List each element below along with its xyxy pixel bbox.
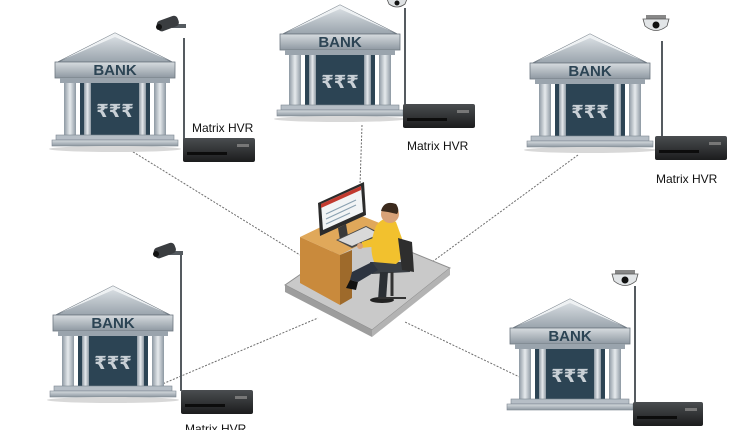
- keyboard: [336, 226, 382, 248]
- link-bank-5: [404, 321, 531, 383]
- recorder-label: Matrix HVR: [192, 121, 254, 135]
- dome-camera-icon: [642, 15, 670, 31]
- recorder-label: Matrix HVR: [656, 172, 718, 186]
- recorder-label: Matrix HVR: [407, 139, 469, 153]
- bullet-camera-icon: [153, 242, 183, 259]
- bank-building: BANK ₹₹₹: [47, 285, 179, 403]
- recorder-device: [403, 104, 475, 128]
- computer-monitor: [318, 182, 366, 240]
- link-bank-3: [431, 154, 579, 263]
- dome-camera-icon: [611, 270, 639, 286]
- bank-building: BANK ₹₹₹: [49, 32, 181, 152]
- recorder-label: Matrix HVR: [185, 422, 247, 430]
- network-links: [129, 124, 579, 386]
- rupee-symbols: ₹₹₹: [321, 72, 359, 93]
- bank-label: BANK: [93, 62, 136, 79]
- recorder-device: [633, 402, 703, 426]
- dome-camera-icon: [386, 0, 408, 8]
- bank-branch-4: BANK ₹₹₹ Matrix HVR: [47, 242, 253, 430]
- recorder-device: [181, 390, 253, 414]
- bank-label: BANK: [318, 34, 361, 51]
- rupee-symbols: ₹₹₹: [96, 101, 134, 122]
- bank-label: BANK: [568, 63, 611, 80]
- link-bank-2: [359, 124, 363, 186]
- bank-branch-5: BANK ₹₹₹: [506, 270, 703, 426]
- rupee-symbols: ₹₹₹: [571, 102, 609, 123]
- link-bank-1: [129, 149, 301, 256]
- office-desk: [300, 212, 392, 305]
- bullet-camera-icon: [156, 15, 186, 32]
- bank-branch-3: BANK ₹₹₹ Matrix HVR: [524, 15, 727, 186]
- recorder-device: [655, 136, 727, 160]
- bank-building: BANK ₹₹₹: [524, 33, 656, 153]
- bank-label: BANK: [548, 328, 591, 345]
- rupee-symbols: ₹₹₹: [551, 366, 589, 387]
- bank-label: BANK: [91, 315, 134, 332]
- bank-branch-1: BANK ₹₹₹ Matrix HVR: [49, 15, 255, 162]
- bank-branch-2: BANK ₹₹₹ Matrix HVR: [274, 0, 475, 153]
- bank-building: BANK ₹₹₹: [274, 4, 406, 122]
- recorder-device: [183, 138, 255, 162]
- rupee-symbols: ₹₹₹: [94, 353, 132, 374]
- operator-person: [346, 202, 414, 303]
- central-monitoring-station: [284, 182, 451, 337]
- link-bank-4: [159, 317, 319, 386]
- bank-building: BANK ₹₹₹: [506, 298, 634, 411]
